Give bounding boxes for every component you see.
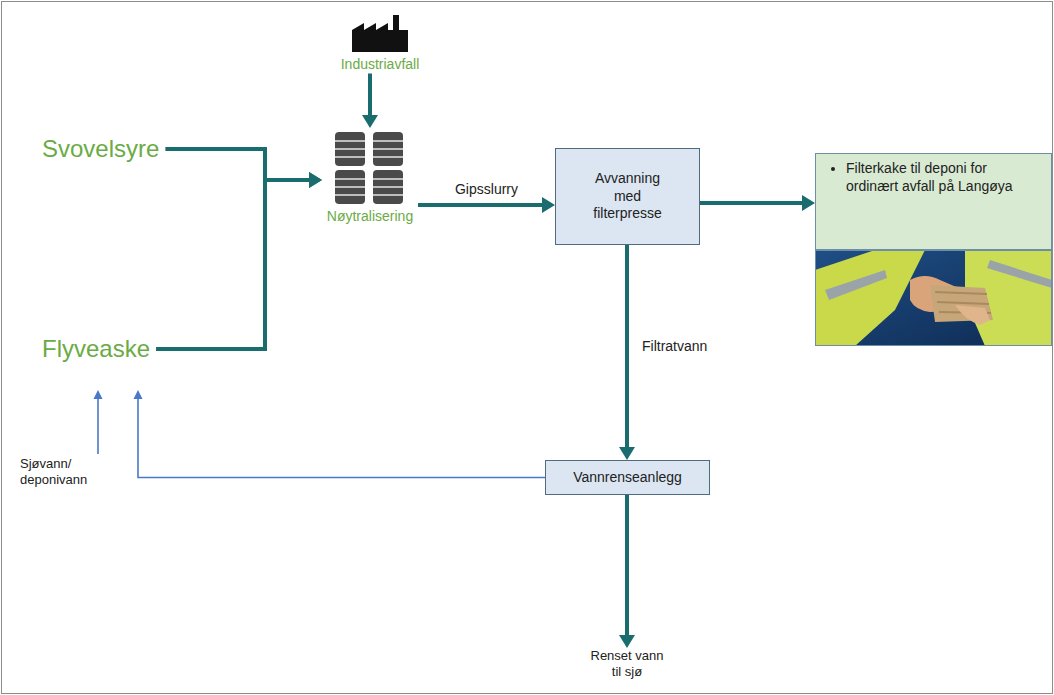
arrow-head <box>542 197 555 213</box>
node-text: Renset vann til sjø <box>585 648 669 681</box>
arrow-head <box>309 172 322 188</box>
node-text: Nøytralisering <box>322 208 418 226</box>
arrow-head <box>619 447 635 460</box>
process-box: Vannrenseanlegg <box>545 460 710 495</box>
edge-label: Gipsslurry <box>452 181 521 197</box>
edge-label: Filtratvann <box>639 338 710 354</box>
node-text: Industriavfall <box>318 56 442 74</box>
node-text: Avvanning med filterpresse <box>584 170 672 223</box>
node-text: Filterkake til deponi for ordinært avfal… <box>846 160 1016 195</box>
connector-line <box>700 201 803 205</box>
connector-line <box>156 180 310 349</box>
flow-arrow <box>700 195 815 211</box>
bullet-list: Filterkake til deponi for ordinært avfal… <box>816 160 1051 195</box>
process-label: Nøytralisering <box>322 128 418 226</box>
connector-line <box>165 149 310 180</box>
connector-line <box>625 495 629 636</box>
arrow-head <box>362 115 378 128</box>
flow-arrow <box>418 197 555 213</box>
input-label: Industriavfall <box>318 4 442 74</box>
arrow-head <box>309 172 322 188</box>
arrow-head <box>802 195 815 211</box>
connector-line <box>625 245 629 448</box>
input-label: Flyveaske <box>42 334 150 390</box>
flow-arrow <box>134 390 546 478</box>
connector-line <box>138 398 545 478</box>
arrow-head <box>619 635 635 648</box>
node-text: Svovelsyre <box>42 134 159 164</box>
source-label: Sjøvann/ deponivann <box>20 456 102 489</box>
node-text: Flyveaske <box>42 334 150 364</box>
flow-arrow <box>94 390 103 454</box>
flow-arrow <box>619 245 635 460</box>
output-label: Renset vann til sjø <box>585 648 669 681</box>
node-text: Vannrenseanlegg <box>573 469 682 487</box>
flow-arrow <box>165 149 322 188</box>
connector-line <box>418 203 543 207</box>
tanks-icon <box>333 130 407 206</box>
connector-line <box>97 398 99 454</box>
arrow-head <box>94 390 103 399</box>
flow-arrow <box>362 74 378 129</box>
input-label: Svovelsyre <box>42 134 159 164</box>
node-text: Sjøvann/ deponivann <box>20 456 102 489</box>
factory-icon <box>352 14 408 52</box>
connector-line <box>368 74 372 117</box>
flow-arrow <box>619 495 635 648</box>
flow-arrow <box>156 172 322 349</box>
output-box: Filterkake til deponi for ordinært avfal… <box>815 153 1052 250</box>
photo-illustration <box>815 250 1052 346</box>
process-box: Avvanning med filterpresse <box>555 148 700 245</box>
arrow-head <box>134 390 143 399</box>
